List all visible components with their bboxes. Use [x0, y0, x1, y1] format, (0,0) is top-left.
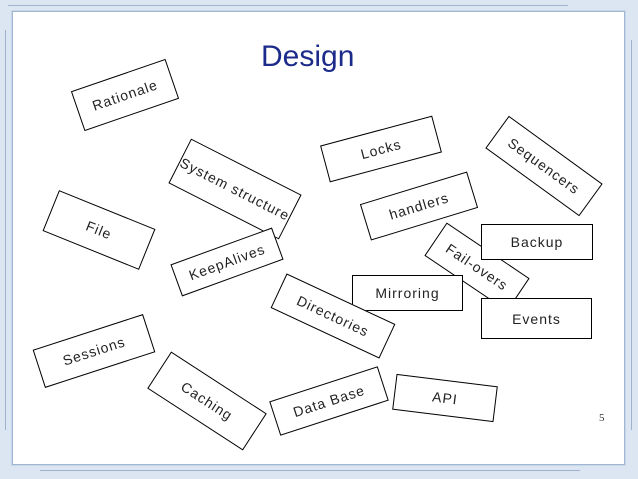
card-mirroring: Mirroring — [352, 275, 463, 311]
card-backup: Backup — [481, 224, 593, 260]
page-number: 5 — [599, 412, 605, 424]
frame-line — [5, 30, 6, 430]
slide-title: Design — [261, 40, 355, 73]
frame-line — [40, 470, 580, 471]
card-events: Events — [481, 298, 592, 339]
frame-line — [631, 40, 632, 430]
frame-line — [8, 5, 568, 6]
